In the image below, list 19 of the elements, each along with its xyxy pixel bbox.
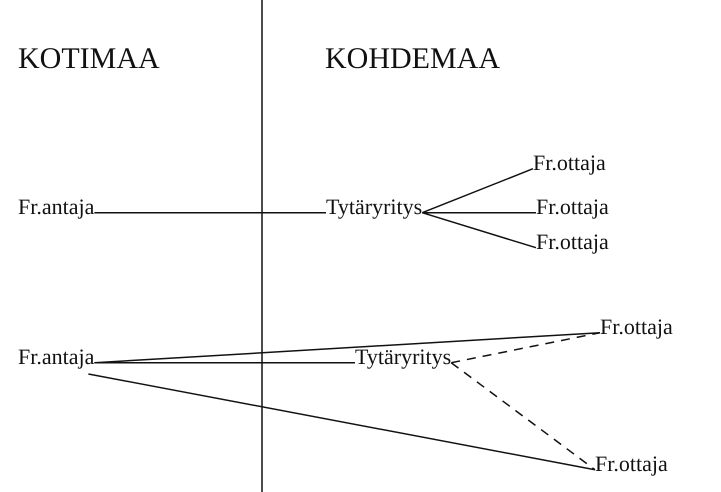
node-label: Fr.ottaja <box>595 451 668 477</box>
node-label: Fr.ottaja <box>536 229 609 255</box>
node-label: Fr.antaja <box>18 194 94 220</box>
column-heading: KOHDEMAA <box>325 42 500 76</box>
node-label: Fr.ottaja <box>536 194 609 220</box>
node-label: Tytäryritys <box>326 194 422 220</box>
connector-line <box>422 212 536 248</box>
connector-line <box>94 212 326 214</box>
column-heading: KOTIMAA <box>18 42 160 76</box>
node-label: Fr.antaja <box>18 344 94 370</box>
connector-line <box>94 362 355 364</box>
node-label: Fr.ottaja <box>533 150 606 176</box>
connector-line <box>422 212 536 214</box>
connector-line <box>451 332 600 364</box>
connector-line <box>88 373 596 470</box>
node-label: Tytäryritys <box>355 344 452 370</box>
node-label: Fr.ottaja <box>600 314 673 340</box>
connector-line <box>450 362 596 470</box>
connector-line <box>422 168 534 214</box>
